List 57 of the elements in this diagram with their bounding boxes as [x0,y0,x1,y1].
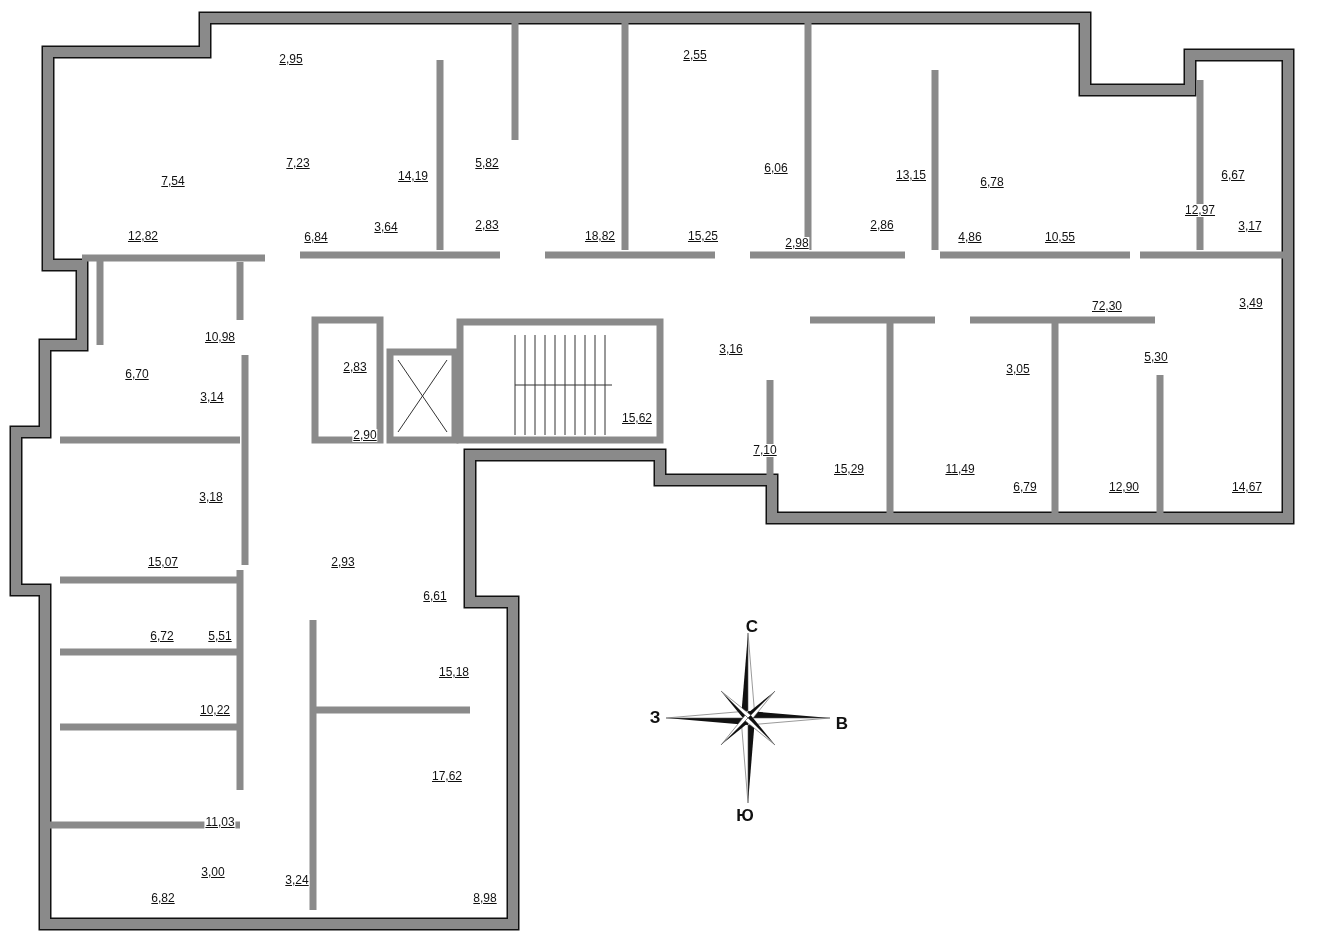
room-area-label: 3,05 [1005,363,1031,376]
compass-direction-label: Ю [736,806,754,826]
room-area-label: 12,90 [1108,481,1140,494]
room-area-label: 17,62 [431,770,463,783]
room-area-label: 11,03 [204,816,236,829]
room-area-label: 2,83 [342,361,368,374]
room-area-label: 15,18 [438,666,470,679]
compass-direction-label: З [649,708,661,728]
room-area-label: 3,24 [284,874,310,887]
room-area-label: 3,17 [1237,220,1263,233]
room-area-label: 15,07 [147,556,179,569]
room-area-label: 7,10 [752,444,778,457]
room-area-label: 6,61 [422,590,448,603]
room-area-label: 7,23 [285,157,311,170]
room-area-label: 3,16 [718,343,744,356]
room-area-label: 10,55 [1044,231,1076,244]
room-area-label: 18,82 [584,230,616,243]
room-area-label: 2,93 [330,556,356,569]
room-area-label: 10,98 [204,331,236,344]
room-area-label: 14,67 [1231,481,1263,494]
room-area-label: 14,19 [397,170,429,183]
room-area-label: 2,83 [474,219,500,232]
room-area-label: 7,54 [160,175,186,188]
room-area-label: 2,98 [784,237,810,250]
room-area-label: 72,30 [1091,300,1123,313]
room-area-label: 3,64 [373,221,399,234]
room-area-label: 6,67 [1220,169,1246,182]
room-area-label: 8,98 [472,892,498,905]
room-area-label: 15,29 [833,463,865,476]
room-area-label: 2,55 [682,49,708,62]
room-area-label: 13,15 [895,169,927,182]
room-area-label: 3,18 [198,491,224,504]
room-area-label: 6,70 [124,368,150,381]
room-area-label: 15,25 [687,230,719,243]
room-area-label: 6,84 [303,231,329,244]
room-area-label: 11,49 [944,463,976,476]
compass-direction-label: С [745,617,759,637]
room-area-label: 3,49 [1238,297,1264,310]
room-area-label: 12,97 [1184,204,1216,217]
room-area-label: 2,95 [278,53,304,66]
room-area-label: 5,30 [1143,351,1169,364]
room-area-label: 3,14 [199,391,225,404]
compass-direction-label: В [835,714,849,734]
room-area-label: 2,86 [869,219,895,232]
room-area-label: 6,72 [149,630,175,643]
room-area-label: 5,82 [474,157,500,170]
room-area-label: 4,86 [957,231,983,244]
room-area-label: 6,06 [763,162,789,175]
room-area-label: 10,22 [199,704,231,717]
room-area-label: 6,79 [1012,481,1038,494]
room-area-label: 5,51 [207,630,233,643]
room-area-label: 2,90 [352,429,378,442]
room-area-label: 6,82 [150,892,176,905]
room-area-label: 15,62 [621,412,653,425]
room-area-label: 6,78 [979,176,1005,189]
room-area-label: 12,82 [127,230,159,243]
room-area-label: 3,00 [200,866,226,879]
